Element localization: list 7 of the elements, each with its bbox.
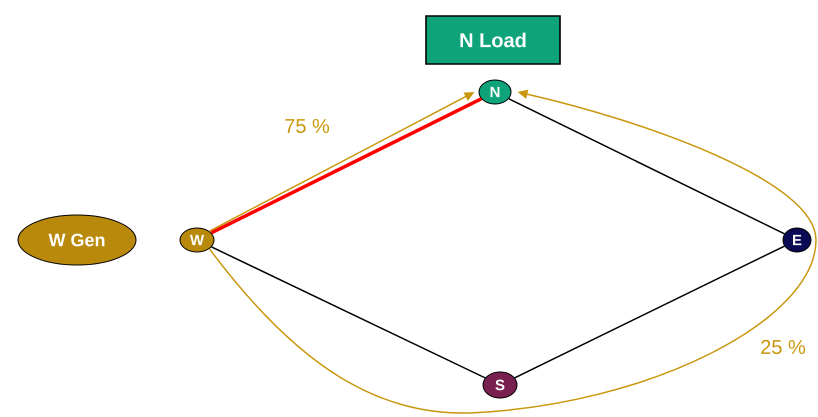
connector-line: [508, 98, 785, 234]
load-box: N Load: [425, 15, 561, 65]
connector-line: [514, 245, 785, 378]
arrow: [208, 90, 817, 414]
edge-label: 75 %: [283, 118, 331, 134]
connector-line: [211, 246, 486, 379]
edge-label: 25 %: [759, 338, 807, 356]
